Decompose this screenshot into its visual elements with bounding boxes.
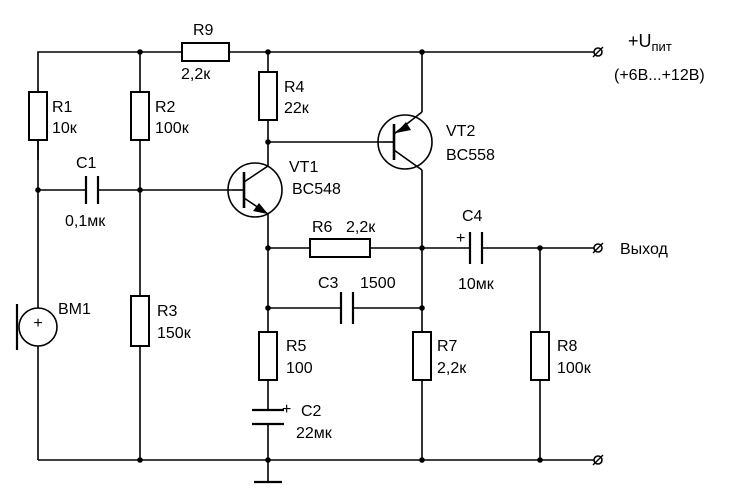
- vt1-ref: VT1: [289, 159, 318, 176]
- c4-polarity: +: [456, 230, 465, 247]
- vt2-ref: VT2: [446, 123, 475, 140]
- transistor-vt2: [377, 111, 433, 171]
- resistor-r7: [412, 331, 432, 381]
- c1-value: 0,1мк: [65, 213, 106, 230]
- r4-value: 22к: [284, 100, 310, 117]
- c4-value: 10мк: [458, 276, 495, 293]
- capacitor-c2: [252, 408, 284, 426]
- r1-value: 10к: [52, 120, 78, 137]
- c2-polarity: +: [282, 401, 291, 418]
- resistor-r5: [258, 331, 278, 381]
- r5-ref: R5: [286, 338, 307, 355]
- supply-label-prefix: +U: [628, 31, 652, 51]
- supply-label-sub: пит: [652, 39, 672, 54]
- resistor-r2: [130, 91, 150, 141]
- resistor-r9: [181, 42, 230, 62]
- r2-value: 100к: [155, 120, 190, 137]
- junction-dots: [35, 49, 543, 463]
- c3-ref: C3: [318, 275, 339, 292]
- transistor-vt1: [227, 162, 283, 218]
- resistor-r3: [130, 295, 150, 347]
- capacitor-c4: [468, 232, 484, 264]
- output-terminal: [592, 242, 604, 254]
- c4-ref: C4: [462, 208, 483, 225]
- c1-ref: C1: [76, 155, 97, 172]
- r6-ref: R6: [312, 219, 333, 236]
- c3-value: 1500: [360, 275, 396, 292]
- c2-ref: C2: [301, 403, 322, 420]
- r8-ref: R8: [557, 338, 578, 355]
- r7-value: 2,2к: [437, 360, 467, 377]
- c2-value: 22мк: [296, 425, 333, 442]
- r5-value: 100: [286, 360, 313, 377]
- vt1-type: BC548: [292, 181, 341, 198]
- bm1-polarity-sign: +: [33, 315, 42, 332]
- resistor-r1: [28, 91, 48, 141]
- supply-range: (+6В...+12В): [614, 67, 705, 84]
- capacitor-c3: [339, 292, 355, 324]
- r8-value: 100к: [557, 360, 592, 377]
- r7-ref: R7: [437, 338, 458, 355]
- vt2-emitter-arrow-icon: [396, 122, 411, 133]
- r1-ref: R1: [52, 99, 73, 116]
- r6-value: 2,2к: [346, 219, 376, 236]
- r3-value: 150к: [157, 325, 192, 342]
- vt1-emitter-arrow-icon: [253, 203, 268, 214]
- r3-ref: R3: [157, 303, 178, 320]
- microphone-bm1: +: [15, 304, 58, 350]
- output-label: Выход: [620, 241, 669, 258]
- vt2-type: BC558: [446, 147, 495, 164]
- bm1-ref: BM1: [58, 301, 91, 318]
- resistor-r8: [530, 331, 550, 381]
- r2-ref: R2: [155, 99, 176, 116]
- supply-terminal: [592, 46, 604, 58]
- r9-ref: R9: [193, 22, 214, 39]
- r4-ref: R4: [284, 79, 305, 96]
- capacitor-c1: [84, 176, 100, 204]
- resistor-r4: [258, 71, 278, 121]
- resistor-r6: [309, 238, 371, 258]
- supply-label: +Uпит: [628, 31, 672, 54]
- ground-terminal: [592, 454, 604, 466]
- r9-value: 2,2к: [181, 66, 211, 83]
